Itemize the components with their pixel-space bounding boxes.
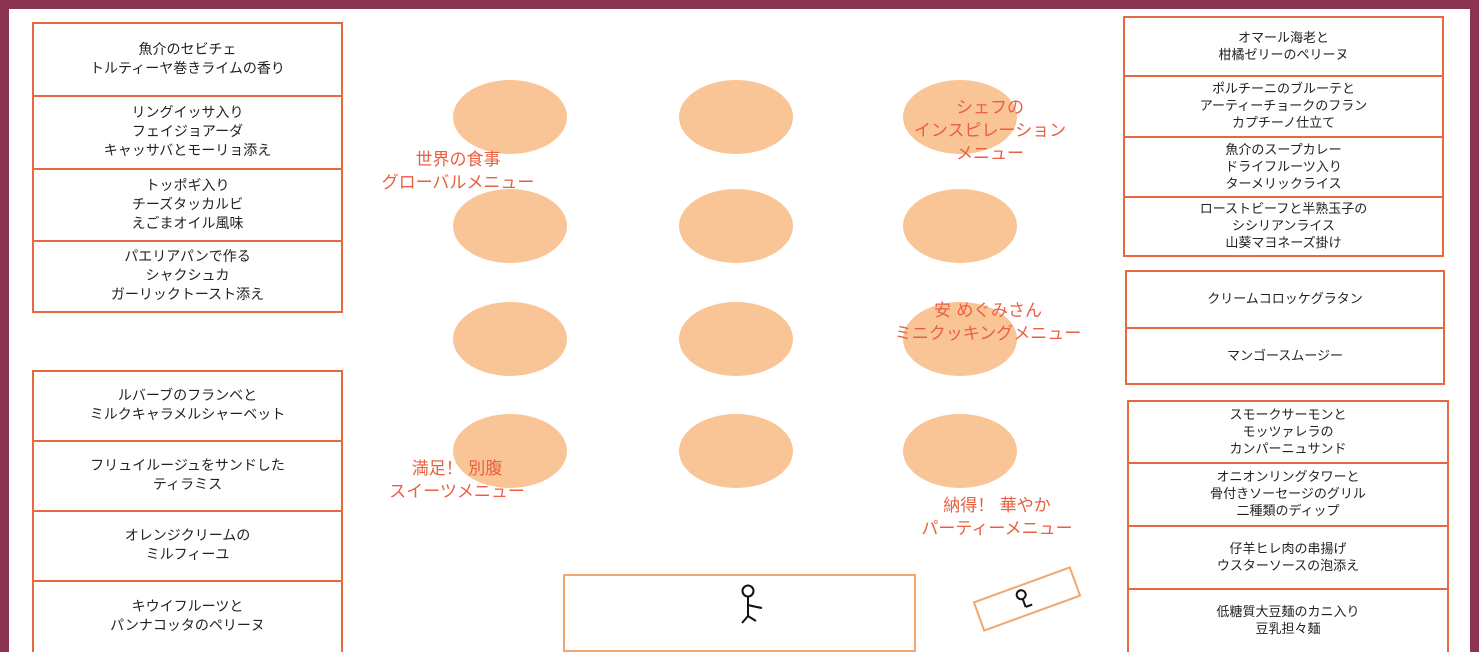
zone-label-mini: 安 めぐみさん ミニクッキングメニュー <box>894 301 1082 344</box>
menu-card: 魚介のセビチェ トルティーヤ巻きライムの香り <box>32 22 343 97</box>
dining-table <box>903 80 1017 154</box>
menu-card-label: オマール海老と 柑橘ゼリーのペリーヌ <box>1218 30 1349 63</box>
menu-group-right-middle: クリームコロッケグラタン マンゴースムージー <box>1125 270 1445 385</box>
menu-card: キウイフルーツと パンナコッタのペリーヌ <box>32 580 343 652</box>
menu-card: 低糖質大豆麺のカニ入り 豆乳担々麺 <box>1127 588 1449 652</box>
dining-table <box>679 189 793 263</box>
menu-card-label: スモークサーモンと モッツァレラの カンパーニュサンド <box>1229 407 1347 457</box>
menu-card-label: オレンジクリームの ミルフィーユ <box>124 528 251 563</box>
menu-card: スモークサーモンと モッツァレラの カンパーニュサンド <box>1127 400 1449 464</box>
menu-card-label: マンゴースムージー <box>1226 348 1344 364</box>
dining-table <box>679 302 793 376</box>
dining-table <box>903 414 1017 488</box>
dining-table <box>679 80 793 154</box>
dining-table <box>679 414 793 488</box>
menu-card: クリームコロッケグラタン <box>1125 270 1445 329</box>
dining-table <box>453 189 567 263</box>
menu-card: 仔羊ヒレ肉の串揚げ ウスターソースの泡添え <box>1127 525 1449 590</box>
menu-card: パエリアパンで作る シャクシュカ ガーリックトースト添え <box>32 240 343 313</box>
zone-label-party: 納得！ 華やか パーティーメニュー <box>921 496 1073 539</box>
zone-label-world: 世界の食事 グローバルメニュー <box>381 150 535 193</box>
staff-person-icon <box>741 584 763 624</box>
menu-card-label: ルバーブのフランベと ミルクキャラメルシャーベット <box>89 388 286 423</box>
dining-table <box>453 414 567 488</box>
dining-table <box>453 302 567 376</box>
menu-card-label: リングイッサ入り フェイジョアーダ キャッサバとモーリョ添え <box>103 105 272 159</box>
menu-card: ルバーブのフランベと ミルクキャラメルシャーベット <box>32 370 343 442</box>
menu-card: ポルチーニのブルーテと アーティーチョークのフラン カプチーノ仕立て <box>1123 75 1444 138</box>
menu-card-label: ローストビーフと半熟玉子の シシリアンライス 山葵マヨネーズ掛け <box>1199 202 1368 251</box>
menu-card: ローストビーフと半熟玉子の シシリアンライス 山葵マヨネーズ掛け <box>1123 196 1444 257</box>
menu-card: マンゴースムージー <box>1125 327 1445 385</box>
menu-card-label: クリームコロッケグラタン <box>1207 292 1363 307</box>
menu-card-label: 仔羊ヒレ肉の串揚げ ウスターソースの泡添え <box>1216 541 1360 574</box>
menu-card-label: オニオンリングタワーと 骨付きソーセージのグリル 二種類のディップ <box>1210 470 1366 519</box>
staff-person-icon <box>1015 589 1033 608</box>
menu-card-label: 魚介のスープカレー ドライフルーツ入り ターメリックライス <box>1225 142 1342 192</box>
dining-table <box>903 189 1017 263</box>
menu-card: リングイッサ入り フェイジョアーダ キャッサバとモーリョ添え <box>32 95 343 170</box>
zone-label-chef: シェフの インスピレーション メニュー <box>913 98 1067 164</box>
zone-label-sweets: 満足！ 別腹 スイーツメニュー <box>389 459 525 502</box>
menu-card-label: ポルチーニのブルーテと アーティーチョークのフラン カプチーノ仕立て <box>1199 82 1368 131</box>
menu-card-label: フリュイルージュをサンドした ティラミス <box>90 458 285 493</box>
menu-card: フリュイルージュをサンドした ティラミス <box>32 440 343 512</box>
serving-counter <box>563 574 916 652</box>
menu-group-right-top: オマール海老と 柑橘ゼリーのペリーヌ ポルチーニのブルーテと アーティーチョーク… <box>1123 16 1444 257</box>
menu-card: オレンジクリームの ミルフィーユ <box>32 510 343 582</box>
dining-table <box>453 80 567 154</box>
menu-group-left-top: 魚介のセビチェ トルティーヤ巻きライムの香り リングイッサ入り フェイジョアーダ… <box>32 22 343 313</box>
menu-group-left-bottom: ルバーブのフランベと ミルクキャラメルシャーベット フリュイルージュをサンドした… <box>32 370 343 652</box>
menu-card-label: 低糖質大豆麺のカニ入り 豆乳担々麺 <box>1216 605 1360 637</box>
menu-card-label: トッポギ入り チーズタッカルビ えごまオイル風味 <box>131 177 244 232</box>
side-counter <box>972 566 1082 632</box>
dining-table <box>903 302 1017 376</box>
menu-card: 魚介のスープカレー ドライフルーツ入り ターメリックライス <box>1123 136 1444 198</box>
menu-card: オニオンリングタワーと 骨付きソーセージのグリル 二種類のディップ <box>1127 462 1449 527</box>
menu-card: オマール海老と 柑橘ゼリーのペリーヌ <box>1123 16 1444 77</box>
menu-group-right-bottom: スモークサーモンと モッツァレラの カンパーニュサンド オニオンリングタワーと … <box>1127 400 1449 652</box>
menu-card-label: キウイフルーツと パンナコッタのペリーヌ <box>110 599 265 634</box>
menu-card-label: 魚介のセビチェ トルティーヤ巻きライムの香り <box>90 41 285 77</box>
menu-card-label: パエリアパンで作る シャクシュカ ガーリックトースト添え <box>110 249 265 303</box>
menu-card: トッポギ入り チーズタッカルビ えごまオイル風味 <box>32 168 343 242</box>
